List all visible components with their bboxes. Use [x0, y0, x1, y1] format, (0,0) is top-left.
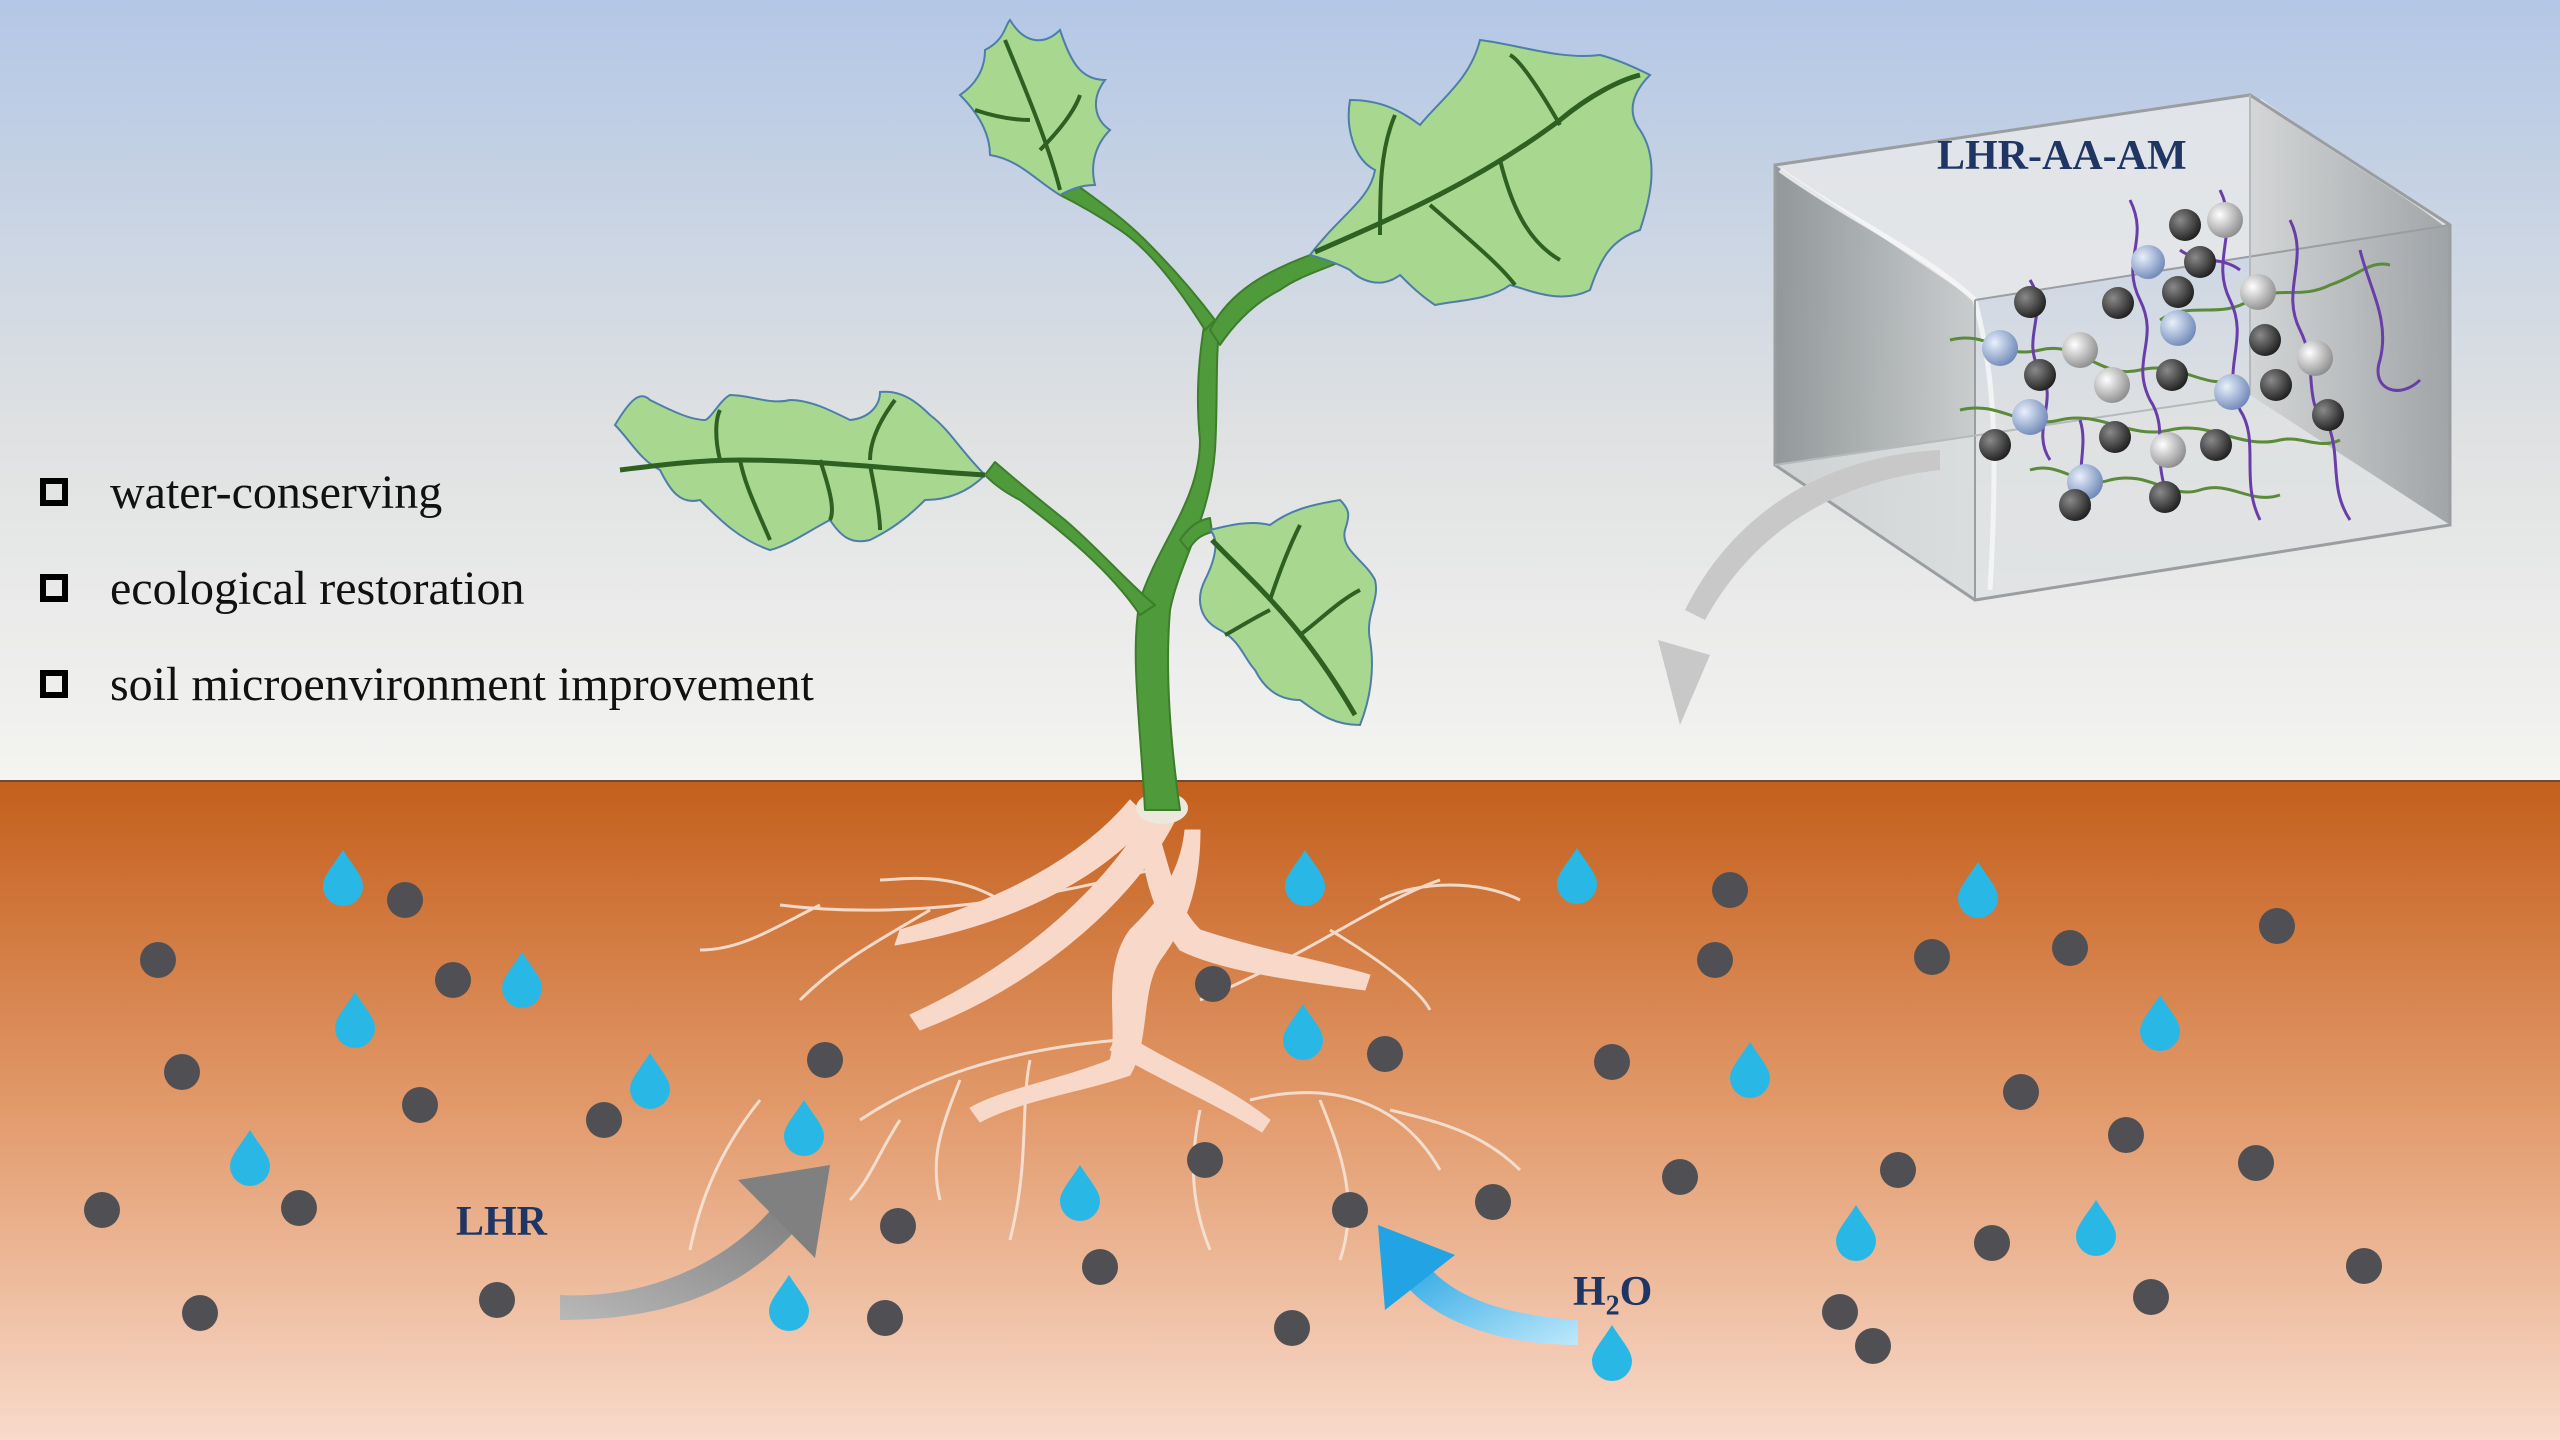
water-label: H2O [1573, 1268, 1652, 1322]
soil-particles [84, 872, 2382, 1364]
checkbox-icon [40, 574, 68, 602]
box-right-wall [2250, 95, 2450, 525]
checkbox-icon [40, 670, 68, 698]
water-label-subscript: 2 [1605, 1290, 1620, 1322]
leaf-left [613, 390, 987, 552]
box-floor [1775, 395, 2450, 600]
feature-label: water-conserving [110, 465, 443, 519]
feature-item-ecological-restoration: ecological restoration [40, 558, 525, 618]
main-roots [894, 799, 1371, 1133]
water-label-tail: O [1619, 1269, 1653, 1315]
fine-roots [688, 868, 1522, 1261]
polymer-box [1773, 93, 2452, 602]
water-label-main: H [1573, 1269, 1606, 1315]
leaf-top [958, 18, 1112, 197]
lhr-label: LHR [456, 1199, 548, 1245]
lhr-arrow [560, 1165, 830, 1320]
water-droplets [230, 848, 2180, 1381]
leaf-lower-right [1199, 498, 1377, 727]
feature-item-water-conserving: water-conserving [40, 462, 442, 522]
box-title-label: LHR-AA-AM [1937, 133, 2187, 179]
leaf-upper-right [1308, 38, 1653, 307]
release-arrow [1658, 450, 1940, 725]
polymer-beads [1979, 202, 2344, 521]
feature-label: ecological restoration [110, 561, 525, 615]
feature-label: soil microenvironment improvement [110, 657, 814, 711]
feature-item-soil-microenvironment: soil microenvironment improvement [40, 654, 814, 714]
checkbox-icon [40, 478, 68, 506]
water-arrow [1378, 1225, 1578, 1345]
plant-stem [984, 179, 1356, 811]
